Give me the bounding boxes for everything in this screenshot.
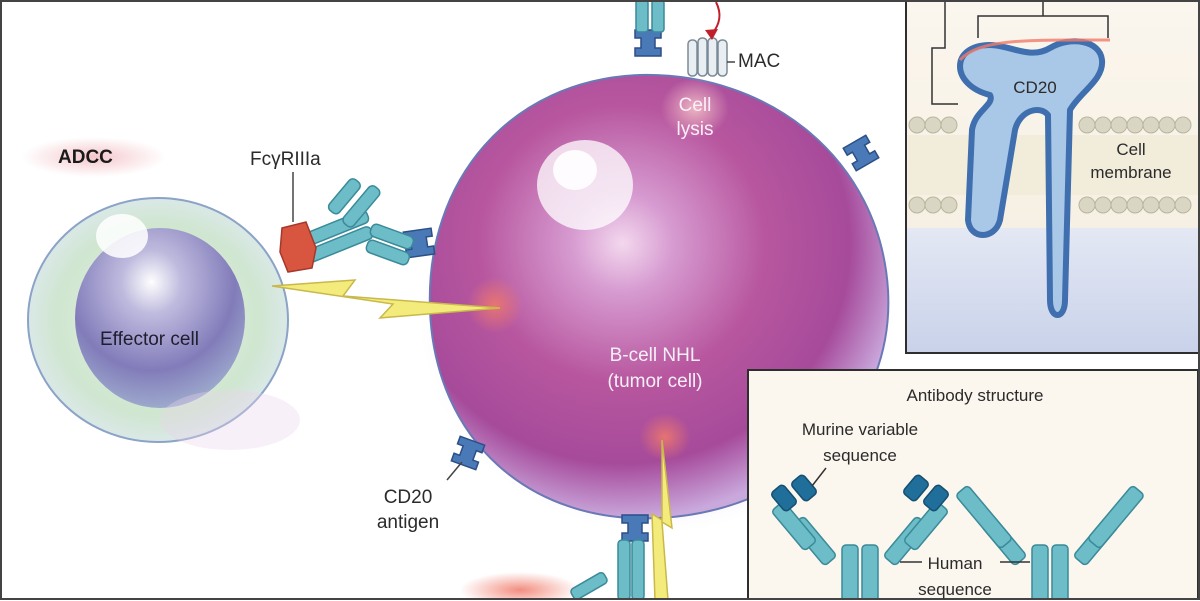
cd20-membrane-inset [905,0,1200,354]
cd20-antigen-icon [842,134,880,172]
adcc-halo [22,137,166,177]
tumor-cell-label-2: (tumor cell) [607,371,703,392]
lightning-icon [651,439,673,600]
antibody-icon [301,178,415,266]
antibody-icon [635,0,665,33]
cd20-inset-label: CD20 [1013,78,1057,97]
glow-spot [639,413,691,461]
glow-spot [467,277,523,333]
effector-cell-label: Effector cell [100,329,199,350]
effector-cell [27,197,300,450]
cell-membrane-label-2: membrane [1090,163,1172,182]
fcgr-receptor-icon [279,221,317,273]
tumor-cell-label-1: B-cell NHL [609,345,701,366]
cd20-antigen-icon [634,29,662,57]
adcc-label: ADCC [58,147,113,168]
mac-label: MAC [738,51,781,72]
human-label-1: Human [927,554,983,573]
cd20-antigen-label-2: antigen [376,512,440,533]
glow-spot [460,572,580,600]
antibody-icon [570,539,645,600]
human-label-2: sequence [918,580,992,599]
cd20-antigen-icon [450,435,486,471]
mac-complex-icon [687,37,728,77]
cell-lysis-label-1: Cell [678,95,712,116]
cd20-antigen-icon [621,514,649,542]
leader-line [446,461,463,481]
cell-membrane-label-1: Cell [1116,140,1146,159]
murine-label-1: Murine variable [801,420,919,439]
antibody-structure-inset [747,369,1199,600]
arrow-head-icon [705,29,718,40]
lightning-icon [271,279,501,319]
cell-lysis-label-2: lysis [676,119,714,140]
cd20-antigen-label-1: CD20 [383,487,433,508]
fcgr-label: FcγRIIIa [250,149,321,170]
murine-region-icon [771,474,949,512]
murine-label-2: sequence [823,446,897,465]
antibody-structure-title: Antibody structure [906,386,1044,405]
glow-spot [661,78,729,138]
